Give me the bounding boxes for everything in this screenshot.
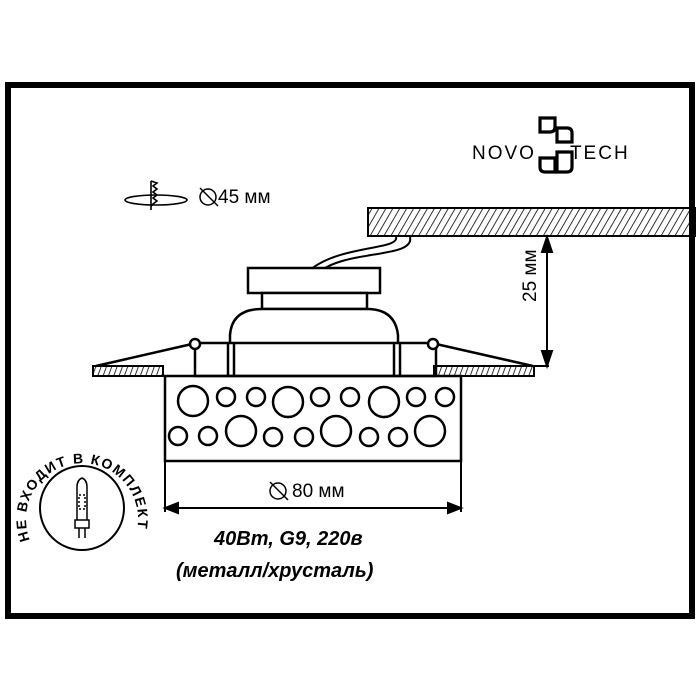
depth-dimension-label: 25 мм — [520, 249, 541, 302]
wire-icon — [309, 236, 412, 271]
novotech-logo-icon — [538, 116, 574, 174]
cutout-diameter-symbol-icon — [199, 187, 219, 207]
g9-bulb-icon — [74, 477, 90, 538]
cutout-dimension-label: 45 мм — [218, 187, 271, 208]
depth-dimension — [533, 233, 554, 370]
spring-clip-left — [95, 337, 202, 368]
fixture-collar — [193, 341, 438, 378]
diameter-symbol-icon — [269, 481, 289, 501]
diameter-dimension-label: 80 мм — [292, 481, 345, 502]
spring-clip-right — [426, 337, 534, 368]
spec-material: (металл/хрусталь) — [176, 560, 374, 582]
ceiling-slab — [367, 207, 696, 237]
crystal-shade — [163, 374, 463, 463]
ceiling-board — [92, 365, 535, 377]
brand-name-left: NOVO — [472, 143, 536, 164]
brand-wordmark: NOVO TECH — [472, 143, 630, 165]
spec-power-socket-voltage: 40Вт, G9, 220в — [214, 528, 363, 550]
socket-housing — [228, 266, 400, 343]
brand-name-right: TECH — [569, 143, 630, 164]
diameter-dimension — [162, 461, 464, 515]
cutout-saw-icon — [124, 180, 188, 210]
diagram-frame — [5, 82, 695, 619]
